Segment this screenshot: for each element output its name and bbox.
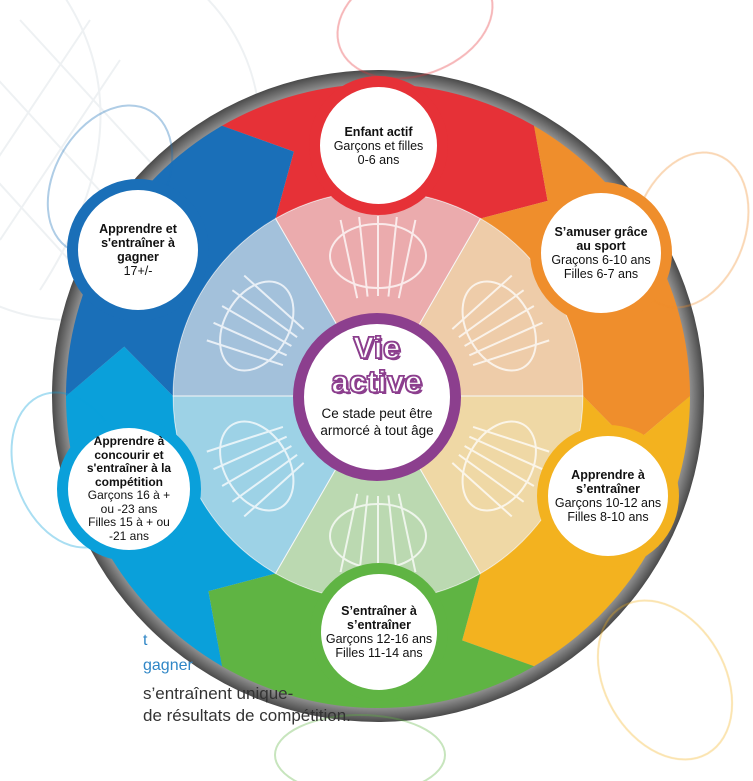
racquet-sketches: [206, 216, 550, 576]
stage-samuser: S’amuser grâce au sport Graçons 6-10 ans…: [530, 182, 672, 324]
stage-line: Garçons et filles: [333, 138, 424, 153]
center-title: Vie active: [331, 330, 423, 399]
stage-title: Apprendre à s’entraîner: [571, 468, 645, 496]
stage-line: 17+/-: [123, 264, 153, 278]
stage-line: Garçons 12-16 ans: [325, 632, 433, 646]
stage-line: Garçons 16 à + ou -23 ans: [87, 488, 171, 516]
racquet-sketch: [329, 493, 427, 576]
bottom-heading-fragment: t: [143, 632, 148, 649]
bottom-body-fragment: de résultats de compétition.: [143, 706, 351, 725]
racquet-sketch: [206, 274, 305, 372]
stage-line: Filles 11-14 ans: [335, 646, 423, 660]
stage-line: 0-6 ans: [357, 152, 400, 167]
stage-title: Enfant actif: [344, 124, 413, 139]
stage-title: S’amuser grâce au sport: [554, 225, 648, 253]
stage-apprendre-a-gagner: Apprendre et s'entraîner à gagner 17+/-: [67, 179, 209, 321]
stage-title: Apprendre et s'entraîner à gagner: [99, 222, 177, 264]
racquet-sketch: [451, 274, 550, 372]
stage-sentrainer-a-sentrainer: S’entraîner à s’entraîner Garçons 12-16 …: [310, 563, 448, 701]
stage-line: Graçons 6-10 ans: [551, 253, 651, 267]
stage-enfant-actif: Enfant actif Garçons et filles 0-6 ans: [309, 76, 448, 215]
stage-apprendre-a-concourir: Apprendre à concourir et s'entraîner à l…: [57, 417, 201, 561]
stage-line: Filles 15 à + ou -21 ans: [88, 515, 170, 543]
racquet-sketch: [206, 420, 305, 518]
stage-title: S’entraîner à s’entraîner: [341, 604, 417, 632]
racquet-sketch: [329, 216, 427, 299]
stage-line: Filles 6-7 ans: [563, 267, 639, 281]
center-vie-active: Vie active Ce stade peut être armorcé à …: [293, 313, 461, 481]
bottom-body-fragment: s’entraînent unique-: [143, 684, 294, 703]
stage-line: Garçons 10-12 ans: [554, 496, 662, 510]
stage-title: Apprendre à concourir et s'entraîner à l…: [86, 434, 172, 489]
center-text: Ce stade peut être armorcé à tout âge: [320, 406, 434, 438]
bottom-heading-fragment: gagner: [143, 657, 193, 674]
racquet-sketch: [451, 420, 550, 518]
stage-apprendre-a-sentrainer: Apprendre à s’entraîner Garçons 10-12 an…: [537, 425, 679, 567]
stage-line: Filles 8-10 ans: [567, 510, 649, 524]
